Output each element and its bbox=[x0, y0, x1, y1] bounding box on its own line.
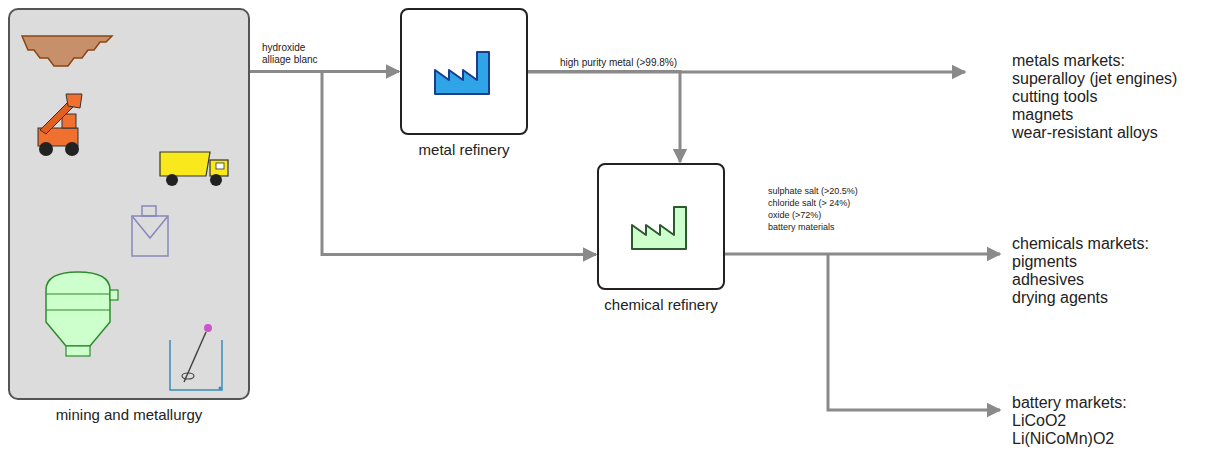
process-box: chemical refinery bbox=[597, 163, 725, 290]
mill-outlet bbox=[110, 290, 118, 300]
stirrer-motor bbox=[204, 324, 212, 332]
market-text: metals markets: bbox=[1012, 52, 1125, 70]
cell-top bbox=[142, 206, 156, 216]
loader bbox=[38, 94, 82, 156]
factory-shape bbox=[632, 207, 686, 249]
mining-illustration bbox=[10, 10, 252, 402]
market-text: pigments bbox=[1012, 253, 1077, 271]
market-text: magnets bbox=[1012, 106, 1073, 124]
market-text: chemicals markets: bbox=[1012, 235, 1149, 253]
flotation-cell bbox=[132, 206, 168, 256]
stirrer-shaft bbox=[184, 332, 206, 382]
wheel bbox=[166, 174, 178, 186]
wheel bbox=[65, 142, 79, 156]
drain bbox=[219, 387, 222, 390]
mill-band bbox=[46, 293, 110, 294]
flow-label: chloride salt (> 24%) bbox=[768, 198, 850, 209]
flow-label: high purity metal (>99.8%) bbox=[560, 57, 677, 69]
leach-tank bbox=[170, 324, 222, 390]
factory-icon bbox=[628, 203, 698, 253]
cell-chevron bbox=[132, 216, 168, 238]
flow-label: oxide (>72%) bbox=[768, 210, 821, 221]
wheel bbox=[210, 174, 222, 186]
tank bbox=[170, 340, 222, 390]
loader-bucket bbox=[66, 94, 82, 108]
wheel bbox=[39, 142, 53, 156]
mining-panel: mining and metallurgy bbox=[8, 8, 250, 400]
impeller bbox=[182, 373, 194, 379]
node-caption: metal refinery bbox=[419, 141, 510, 158]
truck-window bbox=[216, 163, 224, 169]
market-text: battery markets: bbox=[1012, 394, 1127, 412]
open-pit bbox=[22, 36, 112, 66]
battery-market-arrow bbox=[828, 254, 1000, 410]
node-caption: mining and metallurgy bbox=[56, 406, 203, 423]
haul-truck bbox=[160, 152, 228, 186]
flow-arrow bbox=[528, 72, 680, 163]
flow-label: sulphate salt (>20.5%) bbox=[768, 186, 858, 197]
node-caption: chemical refinery bbox=[604, 296, 717, 313]
mill-base bbox=[66, 346, 90, 356]
market-text: adhesives bbox=[1012, 271, 1084, 289]
market-text: drying agents bbox=[1012, 289, 1108, 307]
factory-shape bbox=[435, 52, 489, 94]
market-text: wear-resistant alloys bbox=[1012, 124, 1158, 142]
truck-bed bbox=[160, 152, 210, 176]
market-text: Li(NiCoMn)O2 bbox=[1012, 430, 1114, 448]
chemical-market-arrow bbox=[725, 253, 1000, 256]
market-text: LiCoO2 bbox=[1012, 412, 1066, 430]
grinding-mill bbox=[46, 272, 118, 356]
process-box: metal refinery bbox=[400, 8, 528, 135]
mill-band bbox=[46, 309, 110, 310]
factory-icon bbox=[431, 48, 501, 98]
flow-label: battery materials bbox=[768, 222, 835, 233]
mill-body bbox=[46, 272, 110, 346]
market-text: cutting tools bbox=[1012, 88, 1097, 106]
truck-cab bbox=[210, 160, 228, 176]
edge-label: hydroxide alliage blanc bbox=[262, 42, 334, 66]
cell-body bbox=[132, 216, 168, 256]
market-text: superalloy (jet engines) bbox=[1012, 70, 1177, 88]
